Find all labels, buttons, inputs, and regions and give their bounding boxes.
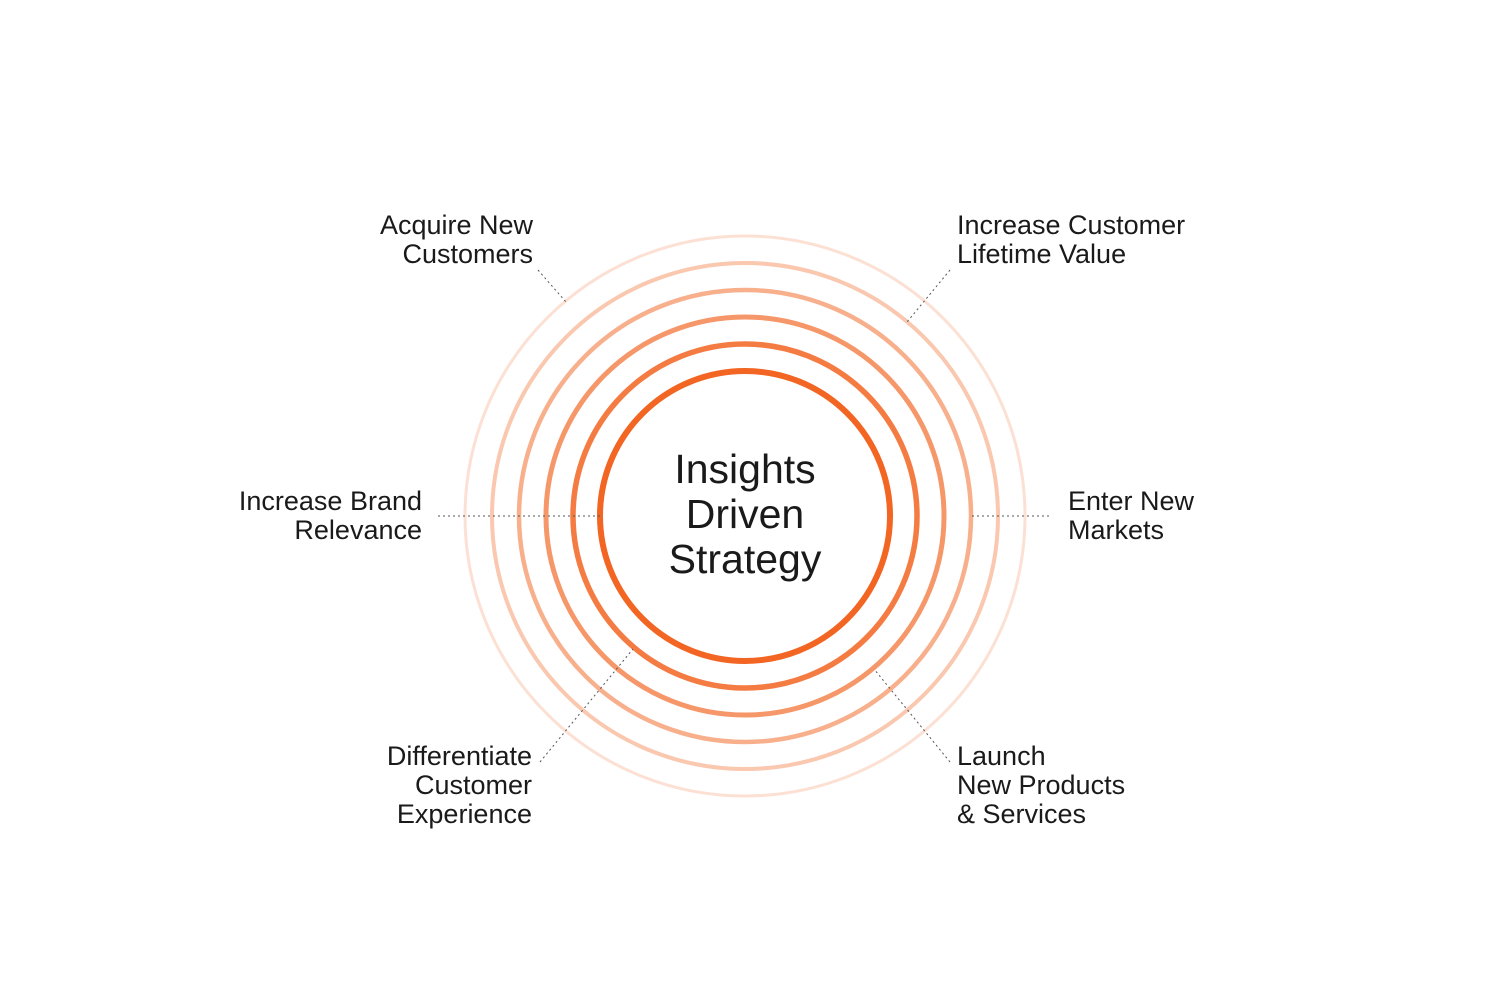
connector-acquire xyxy=(537,269,567,303)
center-title-line-3: Strategy xyxy=(668,536,822,582)
label-line: Launch xyxy=(957,741,1046,771)
label-increase-customer-lifetime-value: Increase Customer Lifetime Value xyxy=(957,211,1185,269)
label-acquire-new-customers: Acquire New Customers xyxy=(380,211,533,269)
center-title-line-1: Insights xyxy=(674,446,816,492)
label-increase-brand-relevance: Increase Brand Relevance xyxy=(239,487,422,545)
label-differentiate-customer-experience: Differentiate Customer Experience xyxy=(387,742,532,829)
label-line: Relevance xyxy=(294,515,422,545)
label-line: Customer xyxy=(414,770,532,800)
center-title-line-2: Driven xyxy=(685,491,805,537)
label-enter-new-markets: Enter New Markets xyxy=(1068,487,1194,545)
label-line: Customers xyxy=(402,239,533,269)
label-line: Acquire New xyxy=(379,210,533,240)
connector-lifetime xyxy=(906,269,951,323)
ring-3 xyxy=(543,314,947,718)
label-line: Enter New xyxy=(1068,486,1195,516)
connector-experience xyxy=(539,648,634,763)
center-title: Insights Driven Strategy xyxy=(595,447,895,582)
label-line: Experience xyxy=(396,799,532,829)
label-launch-new-products-services: Launch New Products & Services xyxy=(957,742,1125,829)
label-line: Lifetime Value xyxy=(957,239,1127,269)
label-line: New Products xyxy=(957,770,1126,800)
label-line: Increase Customer xyxy=(957,210,1186,240)
connector-launch xyxy=(873,668,951,763)
label-line: Differentiate xyxy=(386,741,532,771)
label-line: Increase Brand xyxy=(238,486,422,516)
label-line: Markets xyxy=(1068,515,1165,545)
label-line: & Services xyxy=(957,799,1087,829)
connector-lines xyxy=(438,269,1052,763)
